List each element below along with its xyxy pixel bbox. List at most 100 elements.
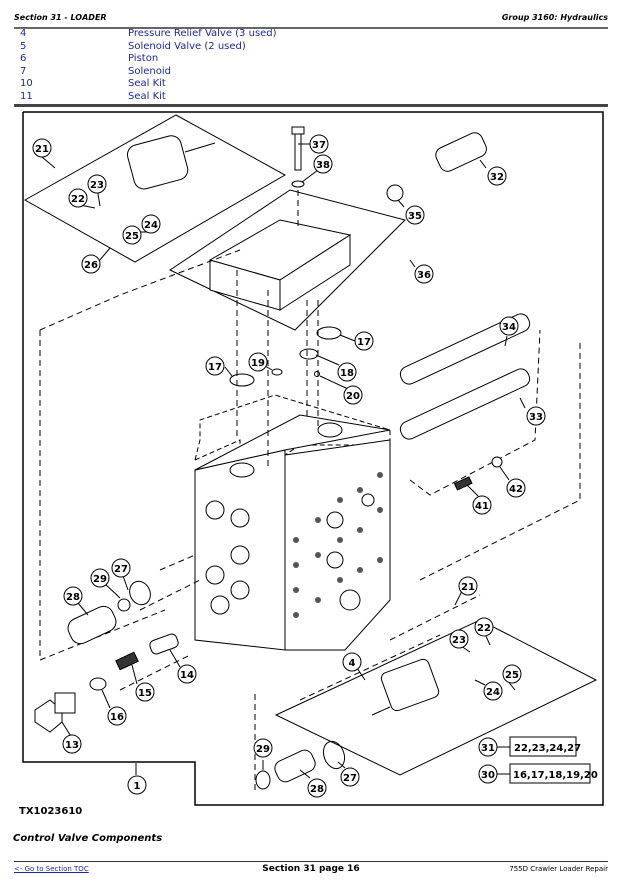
callout-28a: 28: [63, 586, 83, 606]
callout-label: 25: [505, 670, 519, 681]
solenoid-plate-26: [23, 114, 287, 263]
callout-label: 20: [346, 391, 360, 402]
part-number: 6: [20, 53, 27, 64]
callout-30: 30: [478, 764, 498, 784]
callout-26: 26: [81, 254, 101, 274]
callout-1: 1: [127, 775, 147, 795]
callout-21b: 21: [458, 576, 478, 596]
callout-label: 38: [316, 160, 330, 171]
header-rule: [14, 27, 608, 29]
exploded-view-diagram: 21 23 22 24 25 26 37 38 32 35 36 17 17 1…: [22, 111, 604, 806]
callout-28b: 28: [307, 778, 327, 798]
callout-label: 1: [134, 781, 141, 792]
callout-label: 24: [144, 220, 158, 231]
callout-21: 21: [32, 138, 52, 158]
callout-label: 36: [417, 270, 431, 281]
callout-label: 4: [349, 658, 356, 669]
callout-label: 27: [114, 564, 128, 575]
callout-label: 17: [357, 337, 371, 348]
part-description: Seal Kit: [128, 78, 166, 89]
callout-label: 32: [490, 172, 504, 183]
callout-29b: 29: [253, 738, 273, 758]
part-description: Seal Kit: [128, 90, 166, 102]
part-description: Solenoid: [128, 65, 171, 77]
group-title: Group 3160: Hydraulics: [501, 13, 608, 22]
callout-label: 28: [66, 592, 80, 603]
callout-label: 21: [35, 144, 49, 155]
callout-14: 14: [177, 664, 197, 684]
callout-32: 32: [487, 166, 507, 186]
callout-16: 16: [107, 706, 127, 726]
callout-label: 25: [125, 231, 139, 242]
kit-contents: 16,17,18,19,20: [513, 770, 598, 781]
callout-41: 41: [472, 495, 492, 515]
callout-36: 36: [414, 264, 434, 284]
callout-38: 38: [313, 154, 333, 174]
figure-id: TX1023610: [19, 806, 83, 817]
callout-label: 27: [343, 773, 357, 784]
page-header: Section 31 - LOADER Group 3160: Hydrauli…: [14, 13, 608, 27]
callout-label: 28: [310, 784, 324, 795]
callout-4: 4: [342, 652, 362, 672]
kit-contents: 22,23,24,27: [514, 743, 581, 754]
callout-label: 13: [65, 740, 79, 751]
callout-label: 23: [452, 635, 466, 646]
solenoid-plate-4: [274, 619, 598, 776]
part-number: 11: [20, 90, 33, 102]
part-number: 10: [20, 78, 33, 89]
parts-list-rule: [14, 104, 608, 107]
callout-18: 18: [337, 362, 357, 382]
parts-list-row: 10 Seal Kit: [20, 78, 277, 91]
parts-list-row: 7 Solenoid: [20, 66, 277, 79]
callout-label: 18: [340, 368, 354, 379]
callout-label: 24: [486, 687, 500, 698]
callout-label: 29: [93, 574, 107, 585]
callout-20: 20: [343, 385, 363, 405]
parts-list-row: 11 Seal Kit: [20, 91, 277, 104]
kit-30-box: 16,17,18,19,20: [509, 763, 598, 784]
callout-19: 19: [248, 352, 268, 372]
callout-label: 33: [529, 412, 543, 423]
section-toc-link[interactable]: <- Go to Section TOC: [14, 865, 89, 873]
parts-list-row: 6 Piston: [20, 53, 277, 66]
callout-22: 22: [68, 188, 88, 208]
callout-label: 23: [90, 180, 104, 191]
callout-34: 34: [499, 316, 519, 336]
callout-42: 42: [506, 478, 526, 498]
figure-caption: Control Valve Components: [13, 833, 163, 844]
callout-25: 25: [122, 225, 142, 245]
part-description: Piston: [128, 53, 159, 64]
part-description: Solenoid Valve (2 used): [128, 40, 246, 52]
callout-label: 35: [408, 211, 422, 222]
callout-label: 26: [84, 260, 98, 271]
callout-17b: 17: [205, 356, 225, 376]
callout-33: 33: [526, 406, 546, 426]
callout-label: 22: [71, 194, 85, 205]
callout-label: 34: [502, 322, 516, 333]
callout-label: 42: [509, 484, 523, 495]
callout-17a: 17: [354, 331, 374, 351]
callout-label: 14: [180, 670, 194, 681]
callout-label: 30: [481, 770, 495, 781]
callout-label: 37: [312, 140, 326, 151]
part-description: Pressure Relief Valve (3 used): [128, 28, 277, 39]
page-number: Section 31 page 16: [262, 864, 360, 874]
part-number: 4: [20, 28, 27, 39]
callout-27a: 27: [111, 558, 131, 578]
callout-24b: 24: [483, 681, 503, 701]
part-number: 7: [20, 65, 27, 77]
callout-35: 35: [405, 205, 425, 225]
diagram-frame: [22, 111, 604, 806]
callout-23: 23: [87, 174, 107, 194]
callout-label: 22: [477, 623, 491, 634]
cover-plate-36: [168, 189, 406, 331]
callout-31: 31: [478, 737, 498, 757]
footer-rule: [14, 861, 608, 862]
section-title: Section 31 - LOADER: [14, 13, 107, 22]
callout-label: 17: [208, 362, 222, 373]
parts-list-row: 4 Pressure Relief Valve (3 used): [20, 28, 277, 41]
callout-label: 21: [461, 582, 475, 593]
kit-31-box: 22,23,24,27: [509, 736, 581, 757]
callout-24: 24: [141, 214, 161, 234]
part-number: 5: [20, 40, 27, 52]
